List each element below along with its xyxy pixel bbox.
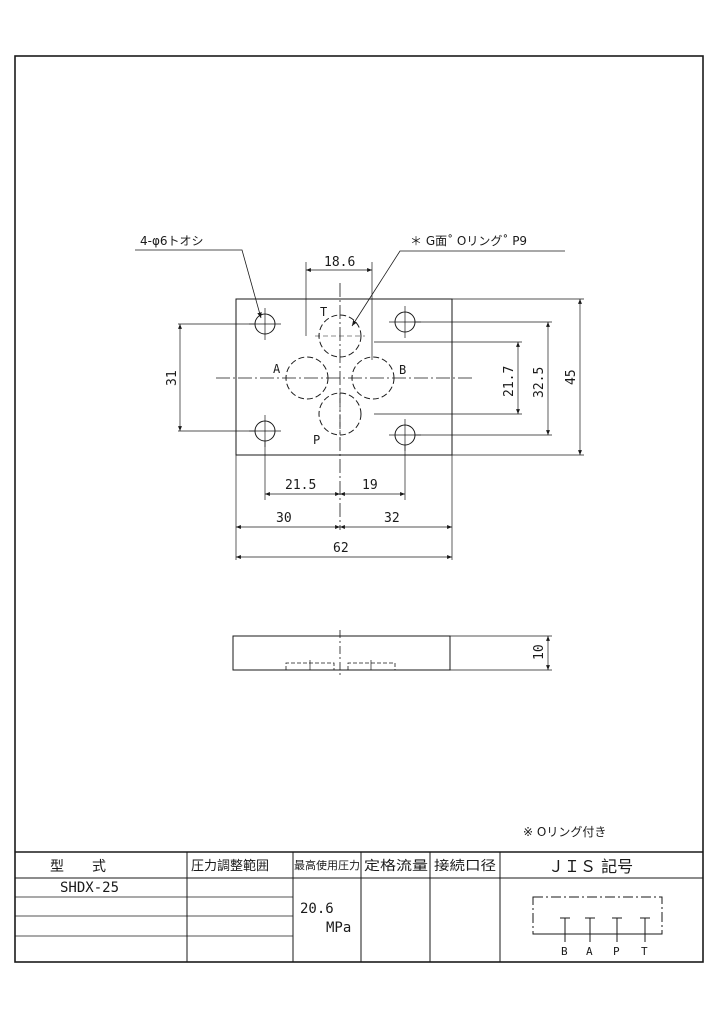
hole-callout: 4-φ6トオシ (140, 234, 204, 248)
jis-port-p: P (613, 945, 620, 958)
port-label-t: T (320, 305, 327, 319)
header-pressure-range: 圧力調整範囲 (191, 859, 269, 874)
dim-32: 32 (384, 511, 400, 526)
header-max-pressure: 最高使用圧力 (294, 858, 360, 872)
port-a-blocked-symbol (585, 917, 595, 942)
jis-port-b: B (561, 945, 568, 958)
oring-callout: ＊ G面˚ Oリング˚ P9 (410, 233, 527, 248)
dim-31: 31 (165, 370, 180, 386)
dim-62: 62 (333, 541, 349, 556)
spec-table (15, 851, 703, 962)
dim-18-6: 18.6 (324, 255, 355, 270)
port-b-blocked-symbol (560, 917, 570, 942)
port-a-circle (285, 356, 329, 400)
model-value: SHDX-25 (60, 880, 119, 896)
jis-port-t: T (641, 945, 648, 958)
side-outline (232, 635, 451, 671)
dim-10: 10 (532, 644, 547, 660)
port-t-blocked-symbol (640, 917, 650, 942)
header-port-size: 接続口径 (434, 858, 496, 874)
header-jis: ＪＩＳ 記号 (548, 857, 633, 876)
hole-callout-leader (135, 249, 262, 319)
jis-symbol (532, 896, 663, 942)
block-outline (235, 298, 453, 456)
dim-21-5: 21.5 (285, 478, 316, 493)
dim-21-7: 21.7 (502, 366, 517, 397)
port-label-b: B (399, 363, 406, 377)
dim-32-5: 32.5 (532, 367, 547, 398)
port-label-p: P (313, 433, 320, 447)
side-view (232, 630, 552, 676)
dim-30: 30 (276, 511, 292, 526)
dim-45: 45 (564, 369, 579, 385)
port-p-blocked-symbol (612, 917, 622, 942)
header-model: 型 式 (50, 859, 106, 875)
header-rated-flow: 定格流量 (364, 858, 428, 874)
oring-note: ※ Oリング付き (523, 825, 606, 839)
top-view (135, 249, 584, 560)
jis-port-a: A (586, 945, 593, 958)
oring-callout-leader (351, 250, 565, 327)
max-pressure-value: 20.6 (300, 901, 334, 917)
port-b-circle (351, 356, 395, 400)
sheet-border (14, 55, 704, 963)
dim-19: 19 (362, 478, 378, 493)
port-label-a: A (273, 362, 281, 376)
max-pressure-unit: MPa (326, 920, 351, 936)
